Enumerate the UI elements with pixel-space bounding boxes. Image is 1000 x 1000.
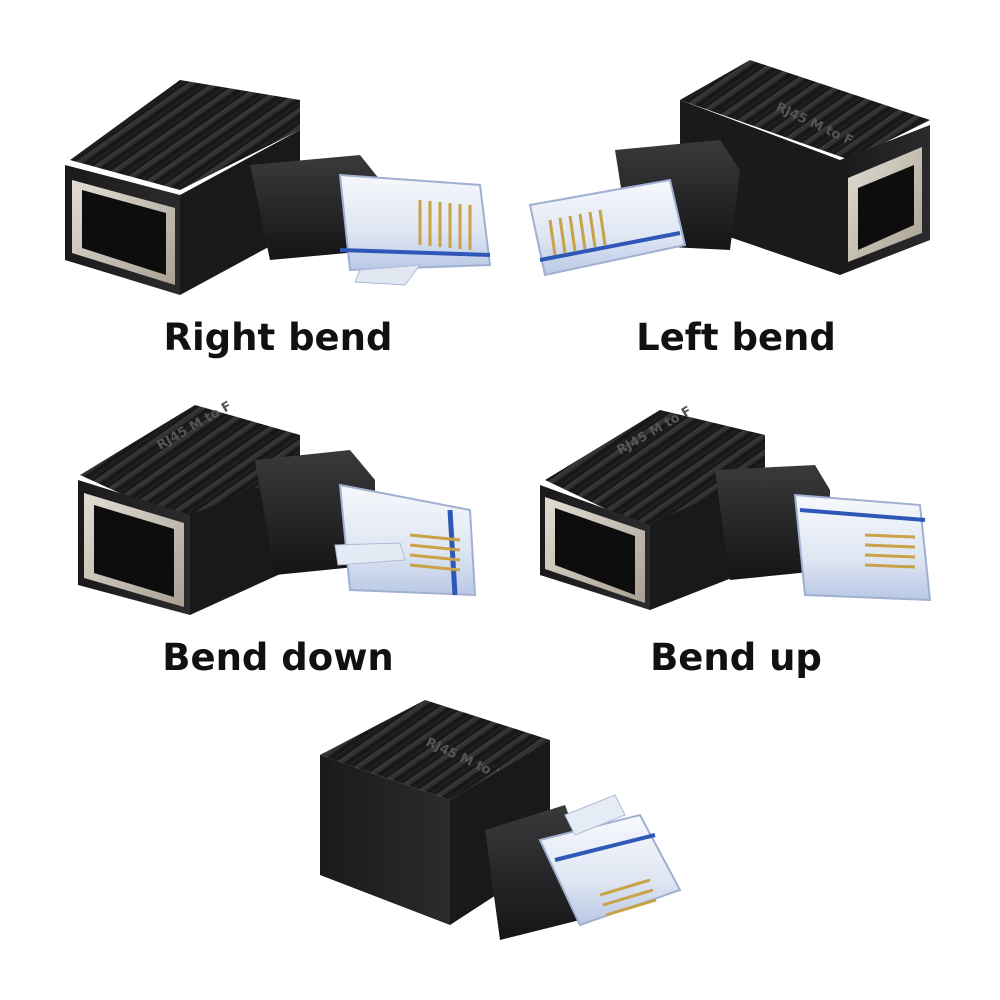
- rj45-bend-up-adapter: RJ45 M to F: [535, 404, 945, 620]
- caption-bend-up: Bend up: [650, 636, 822, 679]
- rj45-straight-adapter: RJ45 M to F: [310, 695, 700, 960]
- rj45-bend-down-adapter: RJ45 M to F: [70, 395, 490, 625]
- caption-bend-down: Bend down: [162, 636, 394, 679]
- rj45-plug: [334, 483, 477, 597]
- rj45-plug: [528, 178, 687, 277]
- rj45-left-bend-adapter: RJ45 M to F: [520, 50, 950, 300]
- caption-left-bend: Left bend: [636, 316, 836, 359]
- rj45-plug: [538, 794, 682, 927]
- rj45-right-bend-adapter: [60, 70, 500, 310]
- rj45-plug: [793, 493, 932, 602]
- rj45-plug: [338, 173, 492, 286]
- caption-right-bend: Right bend: [163, 316, 393, 359]
